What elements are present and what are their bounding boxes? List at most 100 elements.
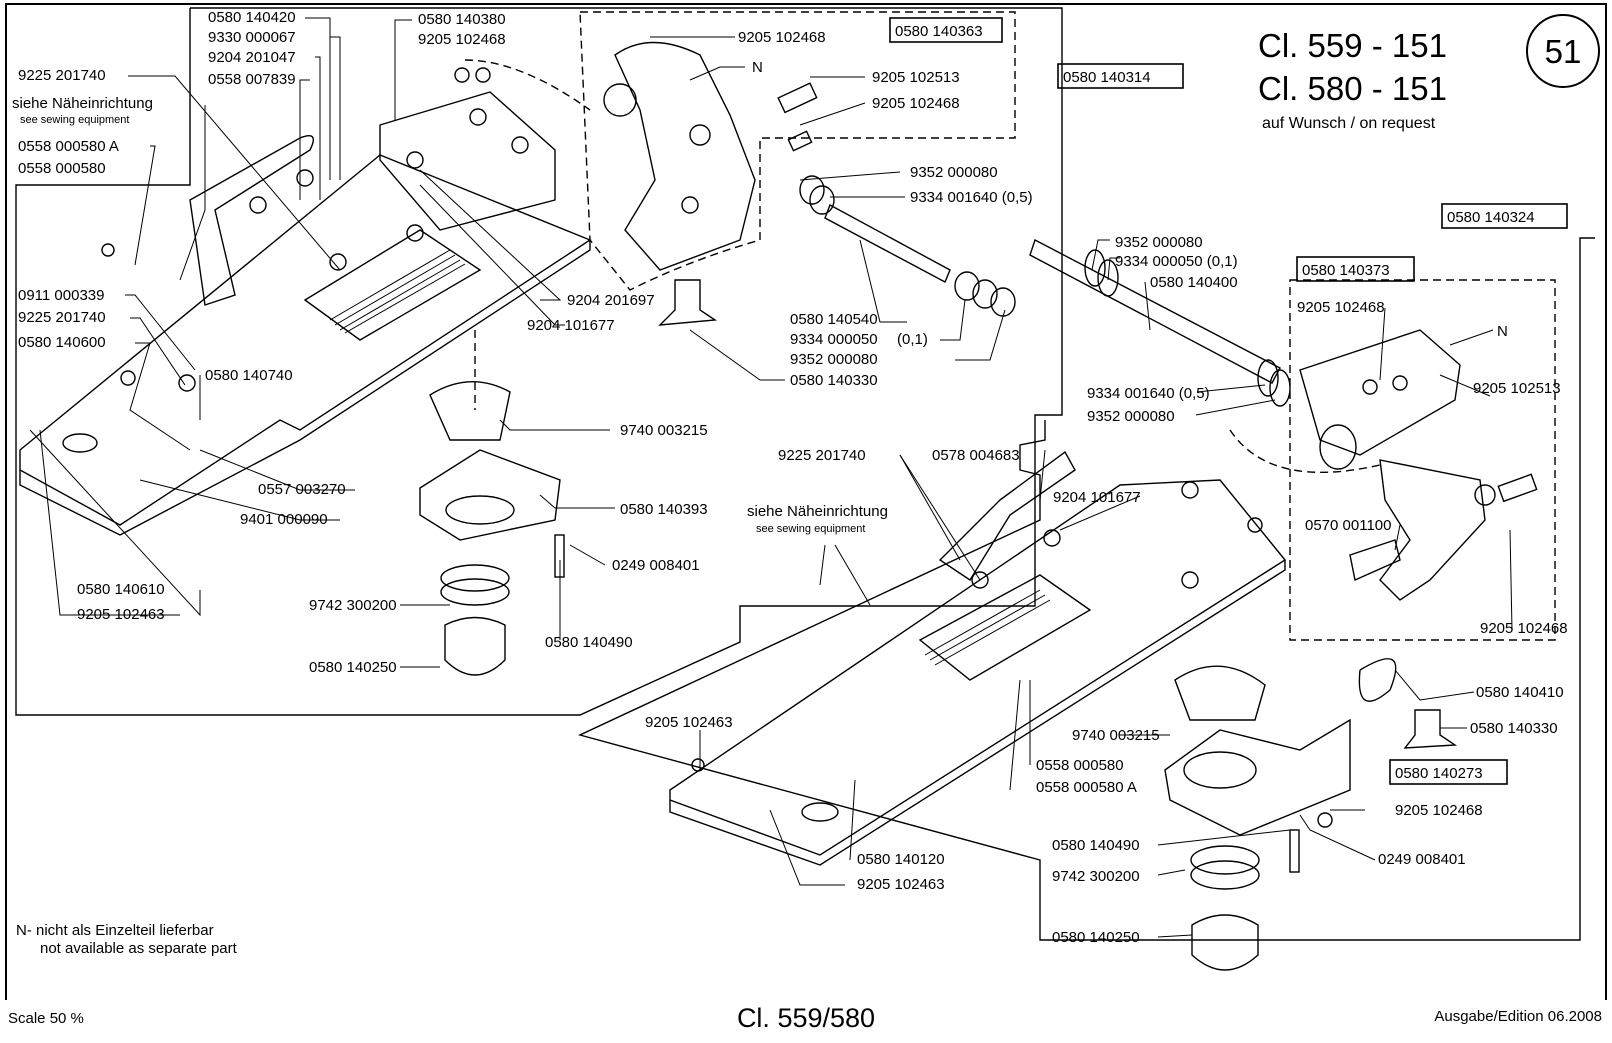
part-label: 9205 102513 xyxy=(872,69,960,86)
boxed-part-label: 0580 140373 xyxy=(1302,262,1390,279)
part-label: 0580 140250 xyxy=(309,659,397,676)
part-label: 9742 300200 xyxy=(1052,868,1140,885)
bobbin-left xyxy=(444,616,506,676)
right-assembly-outline xyxy=(577,237,1595,941)
footer-title: Cl. 559/580 xyxy=(736,1003,876,1033)
screw-icon xyxy=(691,375,1408,828)
part-label: 9205 102468 xyxy=(872,95,960,112)
part-label: 0578 004683 xyxy=(932,447,1020,464)
part-label: 9352 000080 xyxy=(790,351,878,368)
part-label: 9205 102468 xyxy=(1395,802,1483,819)
part-label: 0557 003270 xyxy=(258,481,346,498)
part-label: 9204 201047 xyxy=(208,49,296,66)
page-subtitle: auf Wunsch / on request xyxy=(1262,115,1436,132)
page-title-2: Cl. 580 - 151 xyxy=(1258,70,1447,107)
part-label: 0580 140330 xyxy=(1470,720,1558,737)
part-label: 0580 140540 xyxy=(790,311,878,328)
part-label: see sewing equipment xyxy=(756,523,865,535)
scale-label: Scale 50 % xyxy=(8,1010,84,1027)
hook-holder-upper xyxy=(614,41,756,271)
page-number: 51 xyxy=(1545,33,1582,70)
pin-upper xyxy=(658,279,718,326)
right-throat-plate xyxy=(669,479,1287,856)
note-line-de: N- nicht als Einzelteil lieferbar xyxy=(16,922,214,939)
note-line-en: not available as separate part xyxy=(40,940,237,957)
right-guide-arm xyxy=(938,450,1076,581)
left-throat-plate xyxy=(19,154,592,526)
part-label: 0249 008401 xyxy=(612,557,700,574)
part-label: 9330 000067 xyxy=(208,29,296,46)
boxed-part-label: 0580 140273 xyxy=(1395,765,1483,782)
part-label: 0580 140410 xyxy=(1476,684,1564,701)
thread-guide-right xyxy=(1358,658,1397,702)
part-label: 0558 000580 A xyxy=(1036,779,1137,796)
part-label: 0558 000580 A xyxy=(18,138,119,155)
part-label: 0580 140400 xyxy=(1150,274,1238,291)
boxed-part-label: 0580 140363 xyxy=(895,23,983,40)
part-label: 9204 101677 xyxy=(527,317,615,334)
page-frame xyxy=(5,3,1607,1000)
part-label: 9334 000050 (0,1) xyxy=(1115,253,1238,270)
hook-right xyxy=(1379,459,1486,601)
shaft-upper xyxy=(824,204,951,283)
part-label: 0558 000580 xyxy=(1036,757,1124,774)
part-label: 0558 000580 xyxy=(18,160,106,177)
hook-holder-right xyxy=(1299,329,1461,456)
oring-right xyxy=(1174,665,1266,721)
part-label: siehe Näheinrichtung xyxy=(747,503,888,520)
clamp-plate xyxy=(379,91,556,231)
part-label: 0580 140420 xyxy=(208,9,296,26)
part-label: 0580 140740 xyxy=(205,367,293,384)
part-label: 0580 140490 xyxy=(1052,837,1140,854)
part-label: 9205 102468 xyxy=(418,31,506,48)
boxed-part-label: 0580 140314 xyxy=(1063,69,1151,86)
part-label: 9334 001640 (0,5) xyxy=(1087,385,1210,402)
part-label: 9225 201740 xyxy=(18,67,106,84)
part-label: 9740 003215 xyxy=(620,422,708,439)
part-label: 9205 102513 xyxy=(1473,380,1561,397)
bobbin-case-base-right xyxy=(1164,718,1351,836)
left-guide-arm xyxy=(189,135,314,306)
part-label: 9742 300200 xyxy=(309,597,397,614)
part-label: 0580 140610 xyxy=(77,581,165,598)
part-label: 9401 000090 xyxy=(240,511,328,528)
part-label: 9205 102463 xyxy=(857,876,945,893)
part-label: 9334 001640 (0,5) xyxy=(910,189,1033,206)
part-label: 0580 140490 xyxy=(545,634,633,651)
part-label: 0580 140380 xyxy=(418,11,506,28)
shaft-right xyxy=(1029,238,1281,384)
right-feed-plate xyxy=(918,574,1092,681)
part-label: 0558 007839 xyxy=(208,71,296,88)
ring-left xyxy=(440,564,510,592)
part-label: 9352 000080 xyxy=(1087,408,1175,425)
part-label: 0580 140600 xyxy=(18,334,106,351)
ring-right xyxy=(1190,845,1260,875)
pin-right xyxy=(1403,709,1458,749)
part-label: 0580 140330 xyxy=(790,372,878,389)
part-label: 0580 140250 xyxy=(1052,929,1140,946)
bobbin-case-base-left xyxy=(419,449,561,541)
part-label: N xyxy=(1497,323,1508,340)
part-label: 9205 102468 xyxy=(738,29,826,46)
part-label: N xyxy=(752,59,763,76)
part-label: (0,1) xyxy=(897,331,928,348)
part-label: 0249 008401 xyxy=(1378,851,1466,868)
part-label: 9204 101677 xyxy=(1053,489,1141,506)
oring-left xyxy=(429,381,511,441)
boxed-part-label: 0580 140324 xyxy=(1447,209,1535,226)
part-label: 9352 000080 xyxy=(910,164,998,181)
edition-label: Ausgabe/Edition 06.2008 xyxy=(1434,1008,1602,1025)
part-label: 9740 003215 xyxy=(1072,727,1160,744)
part-label: 9225 201740 xyxy=(18,309,106,326)
part-label: 0580 140120 xyxy=(857,851,945,868)
part-label: 9204 201697 xyxy=(567,292,655,309)
part-label: 9205 102463 xyxy=(645,714,733,731)
part-label: 9205 102463 xyxy=(77,606,165,623)
part-label: see sewing equipment xyxy=(20,114,129,126)
bobbin-right xyxy=(1191,914,1259,971)
part-label: 0570 001100 xyxy=(1305,517,1391,534)
part-label: 9352 000080 xyxy=(1115,234,1203,251)
part-label: 0580 140393 xyxy=(620,501,708,518)
left-assembly-outline xyxy=(15,7,1063,716)
page-title-1: Cl. 559 - 151 xyxy=(1258,27,1447,64)
